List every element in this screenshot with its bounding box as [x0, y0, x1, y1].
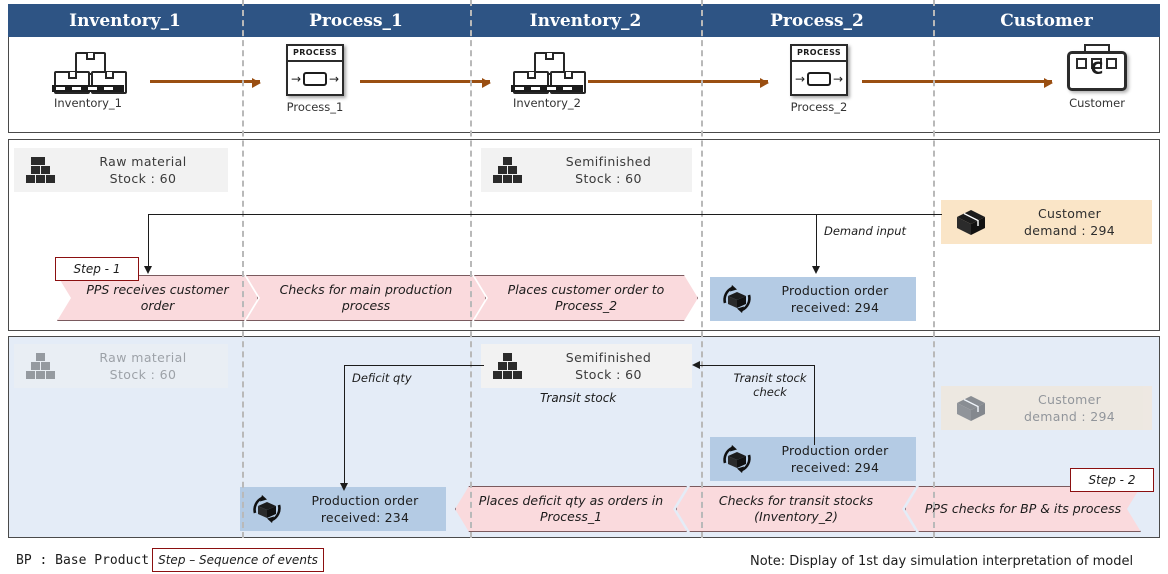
step1-chevron-3: Places customer order to Process_2	[474, 275, 698, 321]
node-inventory-2: Inventory_2	[487, 44, 607, 110]
column-divider-3	[701, 0, 703, 538]
footer-bp-legend: BP : Base Product	[16, 553, 150, 568]
inventory-pallet-icon	[49, 44, 127, 94]
connector-deficit-arrowhead	[340, 483, 348, 491]
flow-arrow-1	[150, 78, 261, 88]
column-header-customer: Customer	[1000, 10, 1093, 31]
connector-demand-input-vertical	[816, 214, 818, 268]
process-box-icon: PROCESS →→	[286, 44, 344, 96]
stock-blocks-icon	[491, 353, 525, 379]
node-process-2: PROCESS →→ Process_2	[759, 44, 879, 114]
process-icon-caption: PROCESS	[288, 46, 342, 62]
connector-transit-arrowhead	[692, 361, 700, 369]
annotation-demand-input: Demand input	[824, 224, 907, 238]
footer-note: Note: Display of 1st day simulation inte…	[750, 554, 1134, 569]
production-order-icon	[723, 285, 751, 313]
connector-demand-input-arrowhead	[812, 266, 820, 274]
node-label-inventory-1: Inventory_1	[54, 96, 122, 110]
node-label-process-2: Process_2	[790, 100, 848, 114]
column-divider-4	[933, 0, 935, 538]
step1-chevron-2: Checks for main production process	[246, 275, 486, 321]
column-header-process-1: Process_1	[309, 10, 403, 31]
connector-demand-horizontal	[148, 214, 942, 216]
connector-deficit-horizontal	[344, 365, 484, 367]
annotation-deficit-qty: Deficit qty	[352, 371, 412, 385]
step1-chevron-1: PPS receives customer order	[57, 275, 258, 321]
node-label-customer: Customer	[1069, 96, 1125, 110]
customer-icon-letter: C	[1090, 59, 1104, 79]
annotation-transit-stock-check: Transit stock check	[733, 371, 807, 399]
step2-chevron-2: Checks for transit stocks (Inventory_2)	[676, 486, 916, 532]
column-header-process-2: Process_2	[770, 10, 864, 31]
stock-blocks-icon	[491, 157, 525, 183]
process-box-icon: PROCESS →→	[790, 44, 848, 96]
connector-demand-arrowhead	[144, 266, 152, 274]
inventory-pallet-icon	[508, 44, 586, 94]
flow-arrow-3	[588, 78, 769, 88]
column-header-inventory-1: Inventory_1	[69, 10, 181, 31]
column-divider-2	[470, 0, 472, 538]
column-header-bar: Inventory_1 Process_1 Inventory_2 Proces…	[8, 4, 1160, 37]
step-2-tag: Step - 2	[1070, 468, 1154, 492]
node-inventory-1: Inventory_1	[28, 44, 148, 110]
step2-chevron-3: PPS checks for BP & its process	[905, 486, 1141, 532]
process-icon-caption: PROCESS	[792, 46, 846, 62]
flow-arrow-4	[862, 78, 1053, 88]
stock-blocks-icon	[24, 353, 58, 379]
node-customer: C Customer	[1037, 44, 1157, 110]
production-order-icon	[723, 445, 751, 473]
step2-chevron-1: Places deficit qty as orders in Process_…	[455, 486, 687, 532]
connector-transit-vertical	[814, 365, 816, 445]
node-label-process-1: Process_1	[286, 100, 344, 114]
transit-stock-caption: Transit stock	[540, 391, 617, 405]
footer-step-legend: Step – Sequence of events	[152, 548, 324, 572]
node-label-inventory-2: Inventory_2	[513, 96, 581, 110]
flow-arrow-2	[360, 78, 491, 88]
step-1-tag: Step - 1	[55, 257, 139, 281]
stock-blocks-icon	[24, 157, 58, 183]
connector-transit-horizontal	[700, 365, 815, 367]
package-icon	[957, 210, 985, 235]
node-process-1: PROCESS →→ Process_1	[255, 44, 375, 114]
column-header-inventory-2: Inventory_2	[529, 10, 642, 31]
column-divider-1	[242, 0, 244, 538]
production-order-icon	[253, 495, 281, 523]
package-icon	[957, 396, 985, 421]
connector-deficit-vertical	[344, 365, 346, 485]
customer-briefcase-icon: C	[1067, 44, 1127, 92]
connector-demand-vertical-left	[148, 214, 150, 268]
